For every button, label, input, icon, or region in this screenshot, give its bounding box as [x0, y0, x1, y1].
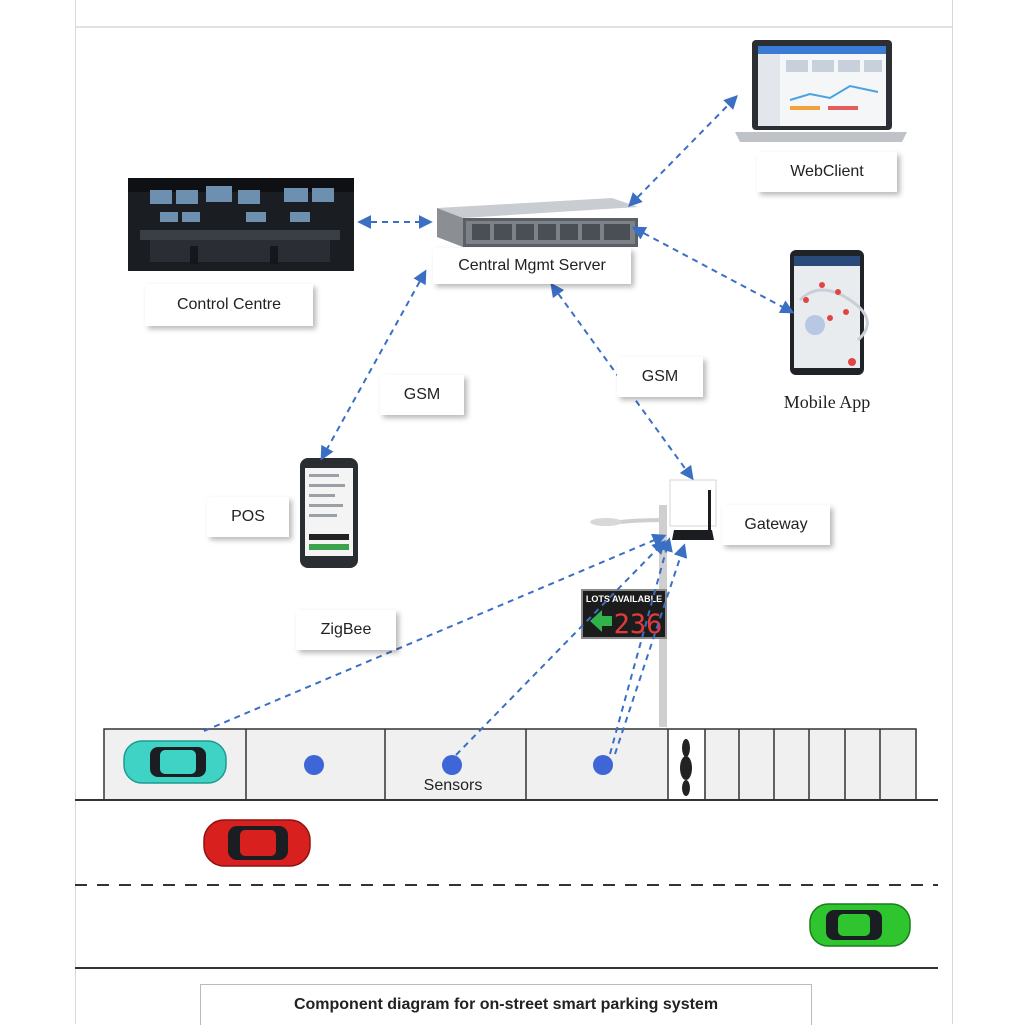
road	[75, 799, 938, 969]
parking-strip	[103, 728, 917, 801]
lots-available-sign: LOTS AVAILABLE 236	[581, 589, 667, 640]
parked-car-icon	[123, 740, 227, 784]
control-centre-label: Control Centre	[145, 284, 313, 326]
communication-links	[203, 95, 795, 756]
server-image	[437, 198, 638, 247]
gsm-left-label: GSM	[380, 375, 464, 415]
green-car-icon	[809, 903, 911, 947]
red-car-icon	[203, 819, 311, 867]
pos-label: POS	[207, 497, 289, 537]
top-divider	[75, 26, 952, 28]
gsm-right-label: GSM	[617, 357, 703, 397]
sensors-label: Sensors	[423, 777, 483, 794]
sensor-dot	[442, 755, 462, 775]
webclient-label: WebClient	[757, 152, 897, 192]
sensor-group	[304, 755, 613, 775]
link-server-pos	[320, 269, 427, 461]
link-server-mobile	[631, 226, 795, 314]
central-server-label: Central Mgmt Server	[433, 248, 631, 284]
mobile-app-label: Mobile App	[770, 386, 884, 418]
link-sensor-gateway-3	[614, 543, 688, 755]
zigbee-label: ZigBee	[296, 610, 396, 650]
motorcycle-icon	[680, 739, 692, 796]
gateway-label: Gateway	[722, 505, 830, 545]
link-sensor-gateway-2	[609, 537, 673, 755]
sensor-dot	[593, 755, 613, 775]
laptop-image	[735, 40, 907, 142]
sign-arrow-icon	[590, 610, 612, 632]
link-sensor-gateway-1	[455, 539, 666, 756]
link-server-webclient	[628, 95, 738, 207]
control-centre-image	[128, 178, 354, 271]
diagram-caption: Component diagram for on-street smart pa…	[200, 984, 812, 1025]
mobile-app-image	[790, 250, 869, 375]
sensor-dot	[304, 755, 324, 775]
link-server-gateway	[550, 282, 694, 481]
sign-header: LOTS AVAILABLE	[586, 594, 662, 604]
pos-device-image	[300, 458, 358, 568]
